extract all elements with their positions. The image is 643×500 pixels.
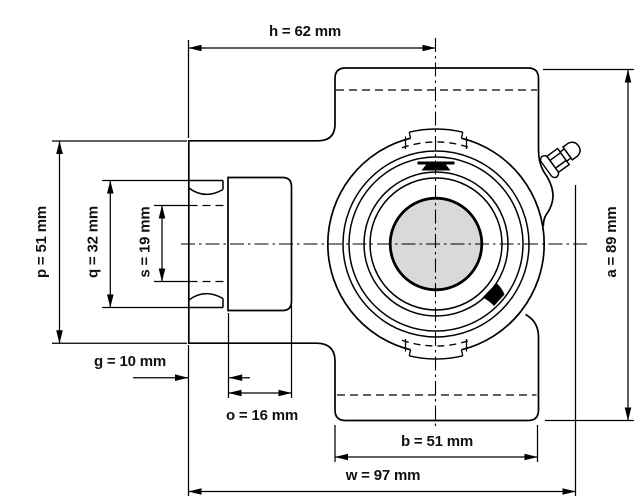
dim-o-label: o = 16 mm bbox=[226, 407, 298, 424]
dim-s: s = 19 mm bbox=[137, 204, 188, 283]
dim-o: o = 16 mm bbox=[226, 305, 298, 424]
guide-block bbox=[227, 176, 293, 312]
outer-ring-inner-edge bbox=[348, 156, 524, 332]
dim-b-label: b = 51 mm bbox=[401, 433, 473, 450]
dim-q: q = 32 mm bbox=[85, 179, 188, 309]
dim-w-label: w = 97 mm bbox=[345, 467, 421, 484]
housing-outline bbox=[187, 67, 554, 422]
dim-p-label: p = 51 mm bbox=[33, 206, 50, 278]
dim-q-label: q = 32 mm bbox=[85, 206, 102, 278]
slide-lip-bottom bbox=[188, 292, 224, 309]
grease-fitting bbox=[539, 141, 581, 179]
snap-ring-groove bbox=[401, 128, 471, 360]
slide-lip-top bbox=[188, 179, 224, 196]
dim-g: g = 10 mm bbox=[94, 313, 250, 496]
dim-b: b = 51 mm bbox=[334, 425, 539, 462]
dim-w: w = 97 mm bbox=[188, 185, 577, 496]
ring-notch-marker bbox=[482, 283, 505, 306]
dim-g-label: g = 10 mm bbox=[94, 353, 166, 370]
dim-a-label: a = 89 mm bbox=[603, 206, 620, 277]
dim-h: h = 62 mm bbox=[187, 23, 436, 138]
dim-p: p = 51 mm bbox=[33, 140, 187, 344]
dim-h-label: h = 62 mm bbox=[269, 23, 341, 40]
dim-a: a = 89 mm bbox=[543, 68, 634, 422]
dim-s-label: s = 19 mm bbox=[137, 206, 154, 277]
